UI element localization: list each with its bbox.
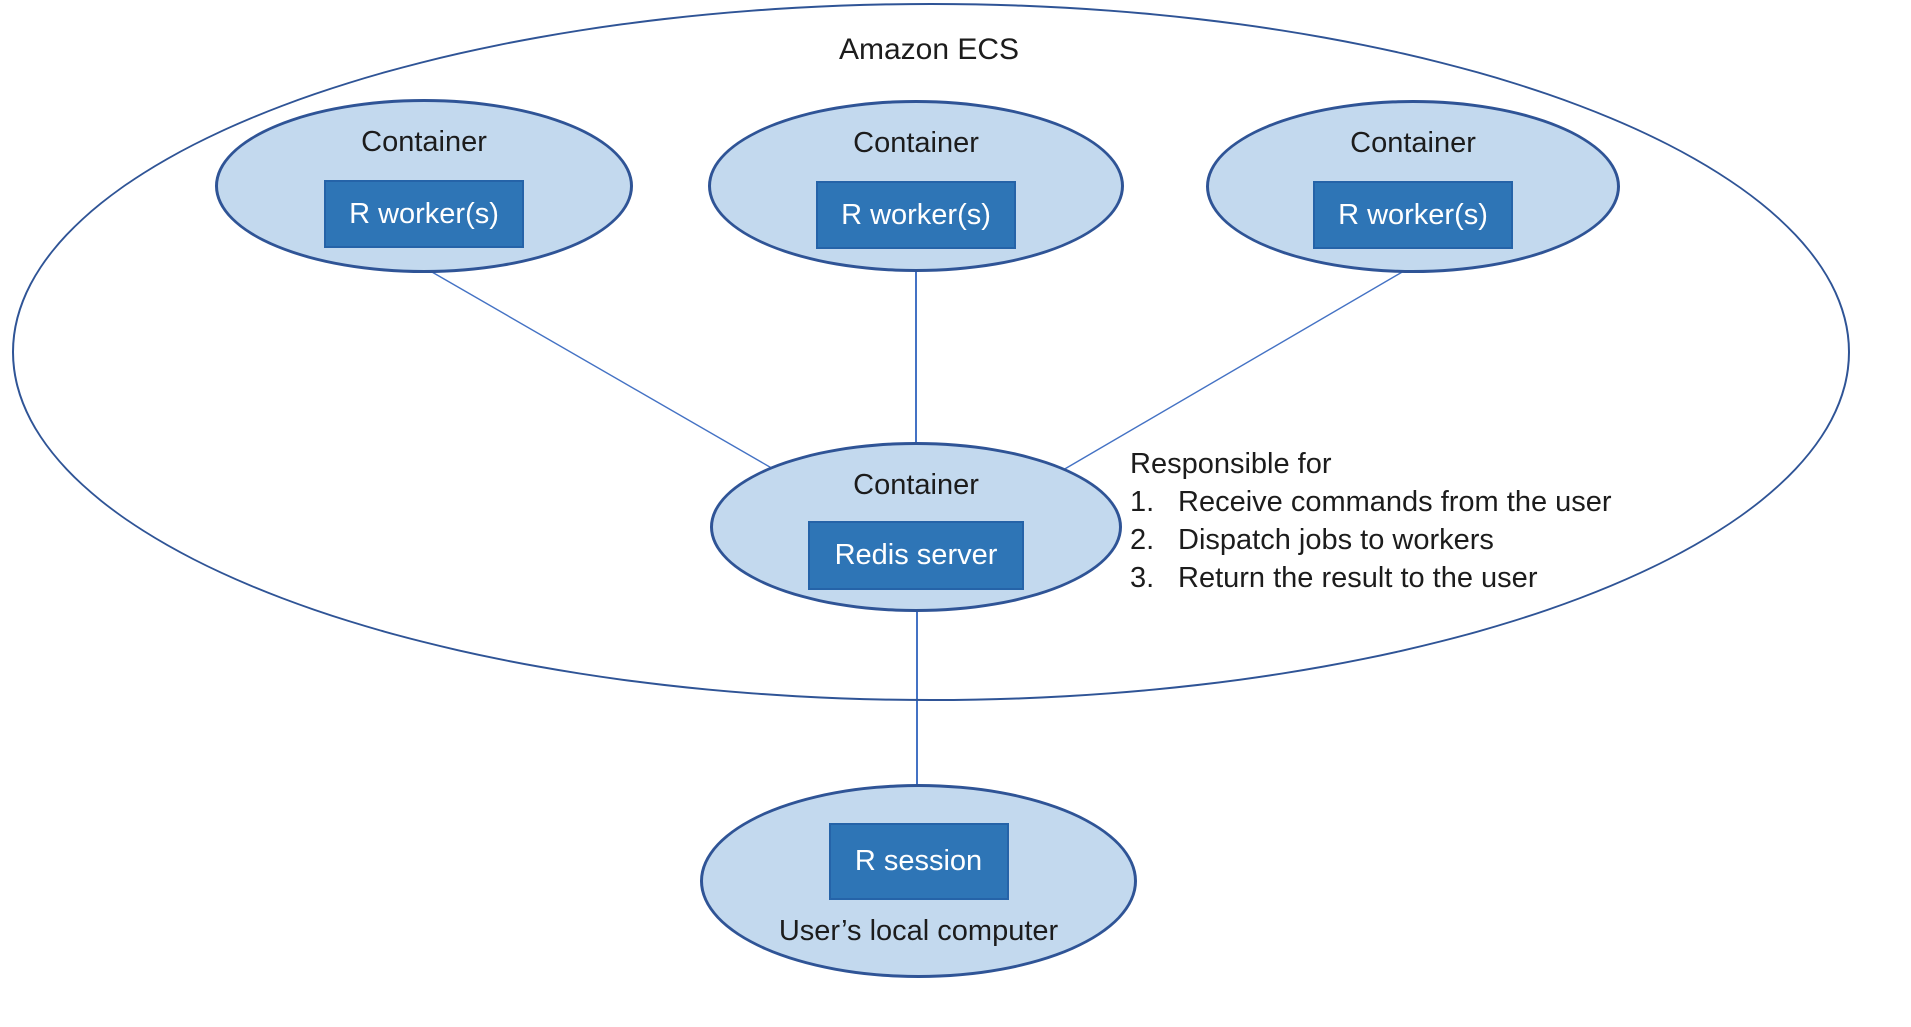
responsibilities-block: Responsible for 1. Receive commands from… [1130, 445, 1612, 597]
responsibility-number: 2. [1130, 524, 1155, 556]
container-label: Container [1350, 127, 1476, 159]
responsibility-text: Return the result to the user [1178, 562, 1538, 594]
responsibility-number: 1. [1130, 486, 1155, 518]
responsibilities-title: Responsible for [1130, 448, 1332, 480]
responsibility-number: 3. [1130, 562, 1155, 594]
connector-worker3-redis [1062, 267, 1410, 471]
redis-container-ellipse: Container Redis server [710, 442, 1122, 612]
responsibility-text: Dispatch jobs to workers [1178, 524, 1494, 556]
r-workers-box: R worker(s) [324, 180, 524, 248]
r-workers-box: R worker(s) [816, 181, 1016, 249]
worker-container-ellipse-1: Container R worker(s) [215, 99, 633, 273]
diagram-title: Amazon ECS [838, 33, 1020, 66]
responsibility-text: Receive commands from the user [1178, 486, 1612, 518]
container-label: Container [853, 127, 979, 159]
container-label: Container [361, 126, 487, 158]
responsibility-item: 2. Dispatch jobs to workers [1130, 521, 1612, 559]
redis-server-box: Redis server [808, 521, 1024, 590]
user-computer-label: User’s local computer [778, 915, 1059, 947]
r-workers-box: R worker(s) [1313, 181, 1513, 249]
user-computer-ellipse: R session User’s local computer [700, 784, 1137, 978]
connector-worker1-redis [424, 267, 776, 471]
r-session-box: R session [828, 823, 1009, 900]
worker-container-ellipse-2: Container R worker(s) [708, 100, 1124, 272]
container-label: Container [853, 469, 979, 501]
responsibility-item: 1. Receive commands from the user [1130, 483, 1612, 521]
worker-container-ellipse-3: Container R worker(s) [1206, 100, 1620, 273]
responsibility-item: 3. Return the result to the user [1130, 559, 1612, 597]
